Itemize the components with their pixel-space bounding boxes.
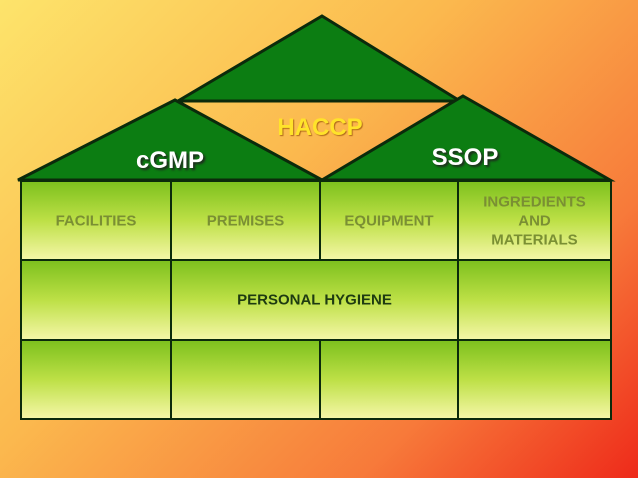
ssop-label: SSOP — [431, 144, 499, 171]
cell-row3-4 — [457, 339, 612, 420]
personal-hygiene-label: PERSONAL HYGIENE — [237, 291, 392, 309]
premises-label: PREMISES — [206, 212, 285, 229]
cell-ingredients: INGREDIENTS AND MATERIALS — [457, 180, 612, 261]
cgmp-label: cGMP — [135, 147, 204, 174]
cell-premises: PREMISES — [170, 180, 321, 261]
cell-row3-2 — [170, 339, 321, 420]
cell-row3-3 — [319, 339, 459, 420]
cell-row2-left — [20, 259, 172, 341]
cell-row2-right — [457, 259, 612, 341]
ingredients-label: INGREDIENTS AND MATERIALS — [483, 193, 586, 248]
facilities-label: FACILITIES — [55, 212, 137, 229]
cell-equipment: EQUIPMENT — [319, 180, 459, 261]
equipment-label: EQUIPMENT — [344, 212, 434, 229]
cell-personal-hygiene: PERSONAL HYGIENE — [170, 259, 459, 341]
cell-facilities: FACILITIES — [20, 180, 172, 261]
haccp-label: HACCP — [277, 114, 363, 141]
cell-row3-1 — [20, 339, 172, 420]
haccp-roof — [172, 14, 466, 103]
